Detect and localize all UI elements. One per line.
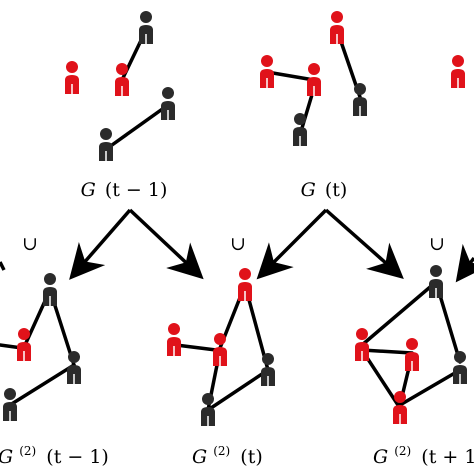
nodes: [3, 11, 467, 426]
arrows: [0, 208, 474, 283]
person-node-red: [451, 55, 465, 88]
edge: [360, 280, 438, 347]
person-node-black: [293, 113, 307, 146]
person-node-black: [3, 388, 17, 421]
edge: [398, 368, 462, 407]
label-superscript: (2): [394, 444, 411, 458]
arrow: [324, 208, 404, 279]
label-base: G: [192, 446, 207, 468]
person-node-red: [65, 61, 79, 94]
arrow: [256, 208, 328, 280]
label-g2-t-plus-1: G (2) (t + 1): [373, 438, 474, 468]
edge: [206, 368, 270, 412]
person-node-black: [261, 353, 275, 386]
union-symbol: ∪: [230, 233, 246, 255]
label-g2-t-minus-1: G (2) (t − 1): [0, 438, 109, 468]
label-g-t: G (t): [301, 179, 348, 201]
person-node-red: [213, 333, 227, 366]
person-node-red: [307, 63, 321, 96]
label-g2-t: G (2) (t): [192, 438, 263, 468]
arrow: [69, 208, 132, 280]
union-symbol: ∪: [429, 233, 445, 255]
label-g-t-minus-1: G (t − 1): [81, 179, 168, 201]
label-superscript: (2): [213, 444, 230, 458]
edge: [360, 348, 414, 355]
person-node-black: [67, 351, 81, 384]
label-arg: (t): [240, 446, 262, 468]
label-base: G: [373, 446, 388, 468]
person-node-red: [167, 323, 181, 356]
edge: [265, 70, 316, 82]
person-node-red: [330, 11, 344, 44]
person-node-black: [99, 128, 113, 161]
label-arg: (t): [325, 179, 347, 201]
union-symbol: ∪: [22, 233, 38, 255]
label-superscript: (2): [19, 444, 36, 458]
person-node-black: [353, 83, 367, 116]
edge: [8, 363, 76, 407]
person-node-red: [355, 328, 369, 361]
person-node-red: [115, 63, 129, 96]
person-node-black: [453, 351, 467, 384]
label-base: G: [301, 179, 316, 201]
person-node-black: [139, 11, 153, 44]
label-arg: (t + 1): [421, 446, 474, 468]
person-node-red: [405, 338, 419, 371]
label-arg: (t − 1): [105, 179, 168, 201]
edge: [174, 343, 218, 352]
person-node-black: [429, 265, 443, 298]
edge: [110, 103, 170, 147]
person-node-red: [393, 391, 407, 424]
person-node-red: [260, 55, 274, 88]
person-node-black: [43, 273, 57, 306]
person-node-red: [17, 328, 31, 361]
person-node-black: [161, 87, 175, 120]
label-arg: (t − 1): [46, 446, 109, 468]
person-node-red: [238, 268, 252, 301]
arrow: [0, 261, 6, 271]
label-base: G: [81, 179, 96, 201]
arrow: [455, 243, 474, 283]
person-node-black: [201, 393, 215, 426]
label-base: G: [0, 446, 13, 468]
arrow: [128, 208, 204, 280]
